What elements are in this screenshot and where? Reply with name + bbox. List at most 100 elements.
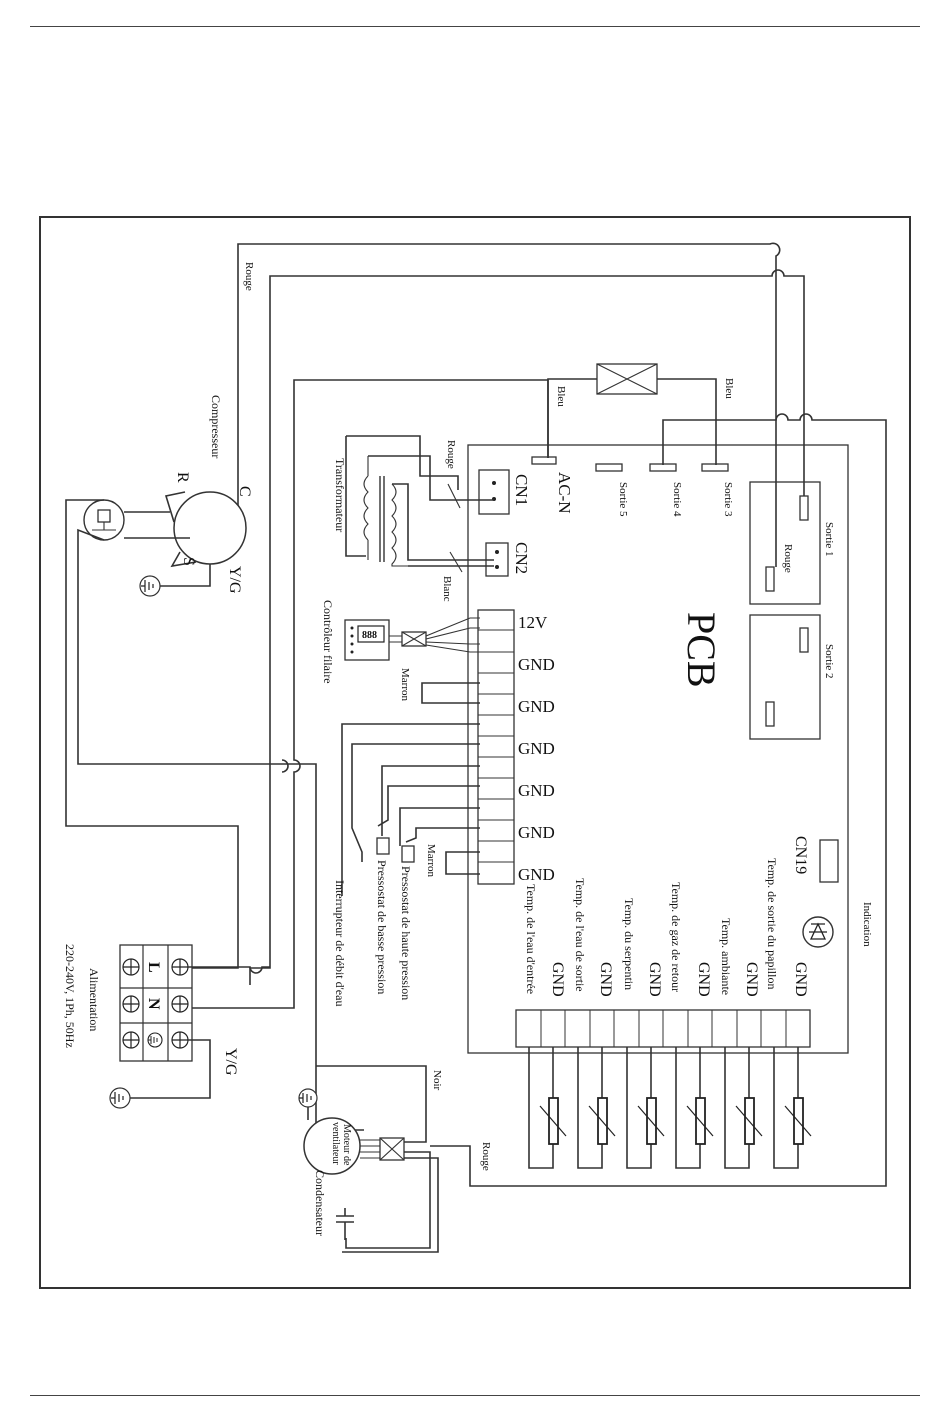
- cn19-label: CN19: [792, 836, 809, 874]
- terminal-l-out: [188, 966, 270, 974]
- rouge-cn1-label: Rouge: [445, 440, 457, 469]
- flow-switch-wire: [341, 723, 480, 896]
- compressor-icon: [173, 491, 247, 565]
- supply-yg-label: Y/G: [222, 1048, 239, 1076]
- terminal-screws: [122, 958, 189, 1049]
- controller-plug-cross: [401, 631, 427, 647]
- terminal-ground-icon: [147, 1032, 163, 1048]
- power-spec-label: 220-240V, 1Ph, 50Hz: [63, 944, 77, 1048]
- pin-12v-label: 12V: [518, 613, 548, 632]
- diagram-frame: [39, 216, 911, 1289]
- sortie4-connector: [649, 463, 677, 472]
- sortie5-connector: [595, 463, 623, 472]
- terminal-n-label: N: [145, 998, 162, 1010]
- controller-screen: [357, 625, 385, 643]
- bleu-right-wire: [657, 378, 717, 465]
- ac-n-label: AC-N: [555, 472, 574, 514]
- fan-motor-label-1: Moteur de: [341, 1124, 352, 1166]
- noir-label: Noir: [431, 1070, 443, 1091]
- temp-inlet-label: Temp. de l'eau d'entrée: [524, 884, 538, 994]
- cn2-pin: [495, 565, 499, 569]
- header-rule: [30, 26, 920, 27]
- hp-crossover: [281, 759, 289, 773]
- transformer-frame: [345, 436, 366, 557]
- marron-ctrl-label: Marron: [399, 668, 411, 701]
- low-pressure-switch: [376, 837, 390, 855]
- fan-motor-label-2: ventilateur: [330, 1122, 341, 1165]
- cn2-label: CN2: [512, 542, 531, 574]
- controller-display: 888: [362, 630, 377, 641]
- sortie1-box: [749, 481, 821, 605]
- terminal-strip: [477, 609, 515, 885]
- compressor-r-label: R: [174, 472, 191, 483]
- sensor-block-dividers: [540, 1010, 787, 1047]
- cn1-label: CN1: [512, 474, 531, 506]
- compressor-yg-label: Y/G: [226, 566, 243, 594]
- sortie4-label: Sortie 4: [671, 482, 683, 517]
- gnd-sensor-5: GND: [743, 962, 760, 997]
- sortie2-label: Sortie 2: [823, 644, 835, 679]
- controller-button: [350, 642, 354, 646]
- sortie1-terminal: [799, 495, 809, 521]
- blanc-label: Blanc: [441, 576, 453, 602]
- gnd-sensor-4: GND: [695, 962, 712, 997]
- high-pressure-label: Pressostat de haute pression: [399, 866, 413, 1000]
- cn1-connector: [478, 469, 510, 515]
- pin-gnd6-label: GND: [518, 865, 555, 884]
- transformer-wires: [368, 455, 494, 567]
- controller-button: [350, 626, 354, 630]
- fan-plug-cross: [379, 1137, 405, 1161]
- sortie3-connector: [701, 463, 729, 472]
- controller-button: [350, 650, 354, 654]
- rouge-fan-label: Rouge: [480, 1142, 492, 1171]
- sortie4-wire: [430, 413, 887, 1187]
- sortie5-label: Sortie 5: [617, 482, 629, 517]
- temp-return-gas-label: Temp. de gaz de retour: [669, 882, 683, 992]
- diode-symbol: [809, 922, 827, 940]
- terminal-strip-dividers: [478, 629, 514, 863]
- compressor-s-label: S: [180, 557, 197, 566]
- sensor-loops: [528, 1047, 799, 1169]
- footer-rule: [30, 1395, 920, 1396]
- supply-n-wire: [186, 379, 549, 1009]
- neutral-return-wire: [249, 269, 805, 985]
- rouge-sortie1-label: Rouge: [782, 544, 794, 573]
- sortie3-label: Sortie 3: [722, 482, 734, 517]
- high-pressure-switch: [401, 845, 415, 863]
- flow-switch-label: Interrupteur de débit d'eau: [333, 880, 347, 1006]
- compressor-cap-wire: [124, 511, 190, 539]
- transformer-secondary: [391, 483, 410, 567]
- controller-button: [350, 634, 354, 638]
- fan-capacitor-symbol: [336, 1208, 354, 1240]
- marron-hp-label: Marron: [425, 844, 437, 877]
- bleu-right-label: Bleu: [723, 378, 735, 399]
- sortie2-box: [749, 614, 821, 740]
- sortie1-label: Sortie 1: [823, 522, 835, 557]
- low-pressure-label: Pressostat de basse pression: [375, 860, 389, 994]
- pin-gnd3-label: GND: [518, 739, 555, 758]
- compressor-label: Compresseur: [209, 395, 223, 458]
- sortie1-terminal: [765, 566, 775, 592]
- gnd-sensor-1: GND: [549, 962, 566, 997]
- sortie2-terminal: [765, 701, 775, 727]
- supply-ground-icon: [109, 1087, 131, 1109]
- compressor-c-label: C: [236, 486, 253, 497]
- pcb-title: PCB: [679, 612, 724, 688]
- capacitor-label: Condensateur: [313, 1170, 327, 1236]
- gnd-sensor-3: GND: [646, 962, 663, 997]
- rouge-top-label: Rouge: [243, 262, 255, 291]
- compressor-ground-wire: [160, 564, 211, 587]
- pin-gnd5-label: GND: [518, 823, 555, 842]
- compressor-ground-icon: [139, 575, 161, 597]
- capacitor-lead: [92, 522, 116, 531]
- terminal-l-label: L: [145, 962, 162, 973]
- cn1-pin: [492, 481, 496, 485]
- pin-gnd2-label: GND: [518, 697, 555, 716]
- rouge-top-wire: [237, 242, 781, 567]
- wired-controller-label: Contrôleur filaire: [321, 600, 335, 684]
- cap-left-wire: [65, 499, 239, 969]
- compressor-r-lead: [164, 491, 186, 523]
- gnd-sensor-2: GND: [597, 962, 614, 997]
- thermistors: [539, 1097, 812, 1145]
